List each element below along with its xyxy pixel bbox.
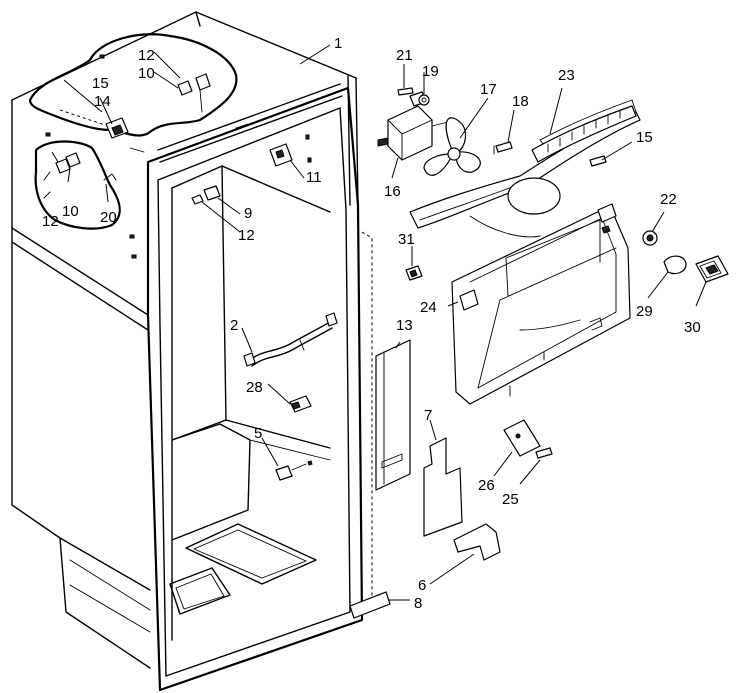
callout-13: 13 — [396, 317, 413, 334]
callout-14: 14 — [94, 93, 111, 110]
fan-motor-16 — [377, 91, 449, 161]
callout-11: 11 — [306, 169, 322, 186]
screw-21 — [397, 87, 414, 96]
screw-15 — [589, 155, 607, 167]
screw-25 — [535, 447, 553, 459]
callout-19: 19 — [422, 63, 439, 80]
strip-8 — [349, 591, 391, 619]
callout-16: 16 — [384, 183, 401, 200]
callout-28: 28 — [246, 379, 263, 396]
channel-13 — [375, 339, 411, 491]
cabinet-liner — [11, 11, 364, 692]
plate-26 — [503, 419, 541, 457]
callout-31: 31 — [398, 231, 415, 248]
callout-15-top: 15 — [92, 75, 109, 92]
top-insulation-outline — [28, 33, 238, 230]
callout-8: 8 — [414, 595, 422, 612]
cover-7 — [423, 437, 463, 537]
bracket-9 — [191, 185, 221, 205]
fan-blade-17 — [423, 117, 481, 176]
callout-labels: 1 2 5 6 7 8 9 10 10 11 12 12 12 13 14 15… — [42, 35, 701, 612]
callout-30: 30 — [684, 319, 701, 336]
callout-24: 24 — [420, 299, 437, 316]
top-clips-group — [43, 73, 211, 199]
callout-10-top: 10 — [138, 65, 155, 82]
callout-10-left: 10 — [62, 203, 79, 220]
callout-18: 18 — [512, 93, 529, 110]
rear-panel-24 — [451, 203, 631, 405]
callout-12-top: 12 — [138, 47, 155, 64]
part-11-clip — [269, 143, 293, 167]
callout-15-shroud: 15 — [636, 129, 653, 146]
bulb-29 — [663, 255, 687, 275]
screw-18 — [493, 141, 513, 155]
callout-21: 21 — [396, 47, 413, 64]
callout-5: 5 — [254, 425, 262, 442]
callout-2: 2 — [230, 317, 238, 334]
lamp-cover-30 — [695, 255, 729, 283]
callout-25: 25 — [502, 491, 519, 508]
callout-20: 20 — [100, 209, 117, 226]
wire-harness-2 — [243, 312, 338, 367]
callout-12-left: 12 — [42, 213, 59, 230]
fan-shroud-23 — [409, 99, 641, 238]
callout-12-frame: 12 — [238, 227, 255, 244]
drain-path-line — [361, 231, 373, 600]
lamp-socket-22 — [642, 230, 658, 246]
callout-29: 29 — [636, 303, 653, 320]
callout-26: 26 — [478, 477, 495, 494]
part-5-switch — [275, 460, 313, 481]
bracket-6 — [453, 523, 501, 561]
callout-7: 7 — [424, 407, 432, 424]
grommet-19 — [418, 94, 430, 106]
callout-23: 23 — [558, 67, 575, 84]
callout-9: 9 — [244, 205, 252, 222]
callout-1: 1 — [334, 35, 342, 52]
callout-6: 6 — [418, 577, 426, 594]
leader-lines — [51, 44, 707, 601]
callout-17: 17 — [480, 81, 497, 98]
part-28-connector — [289, 395, 312, 413]
part-31-clip — [405, 265, 423, 281]
callout-22: 22 — [660, 191, 677, 208]
